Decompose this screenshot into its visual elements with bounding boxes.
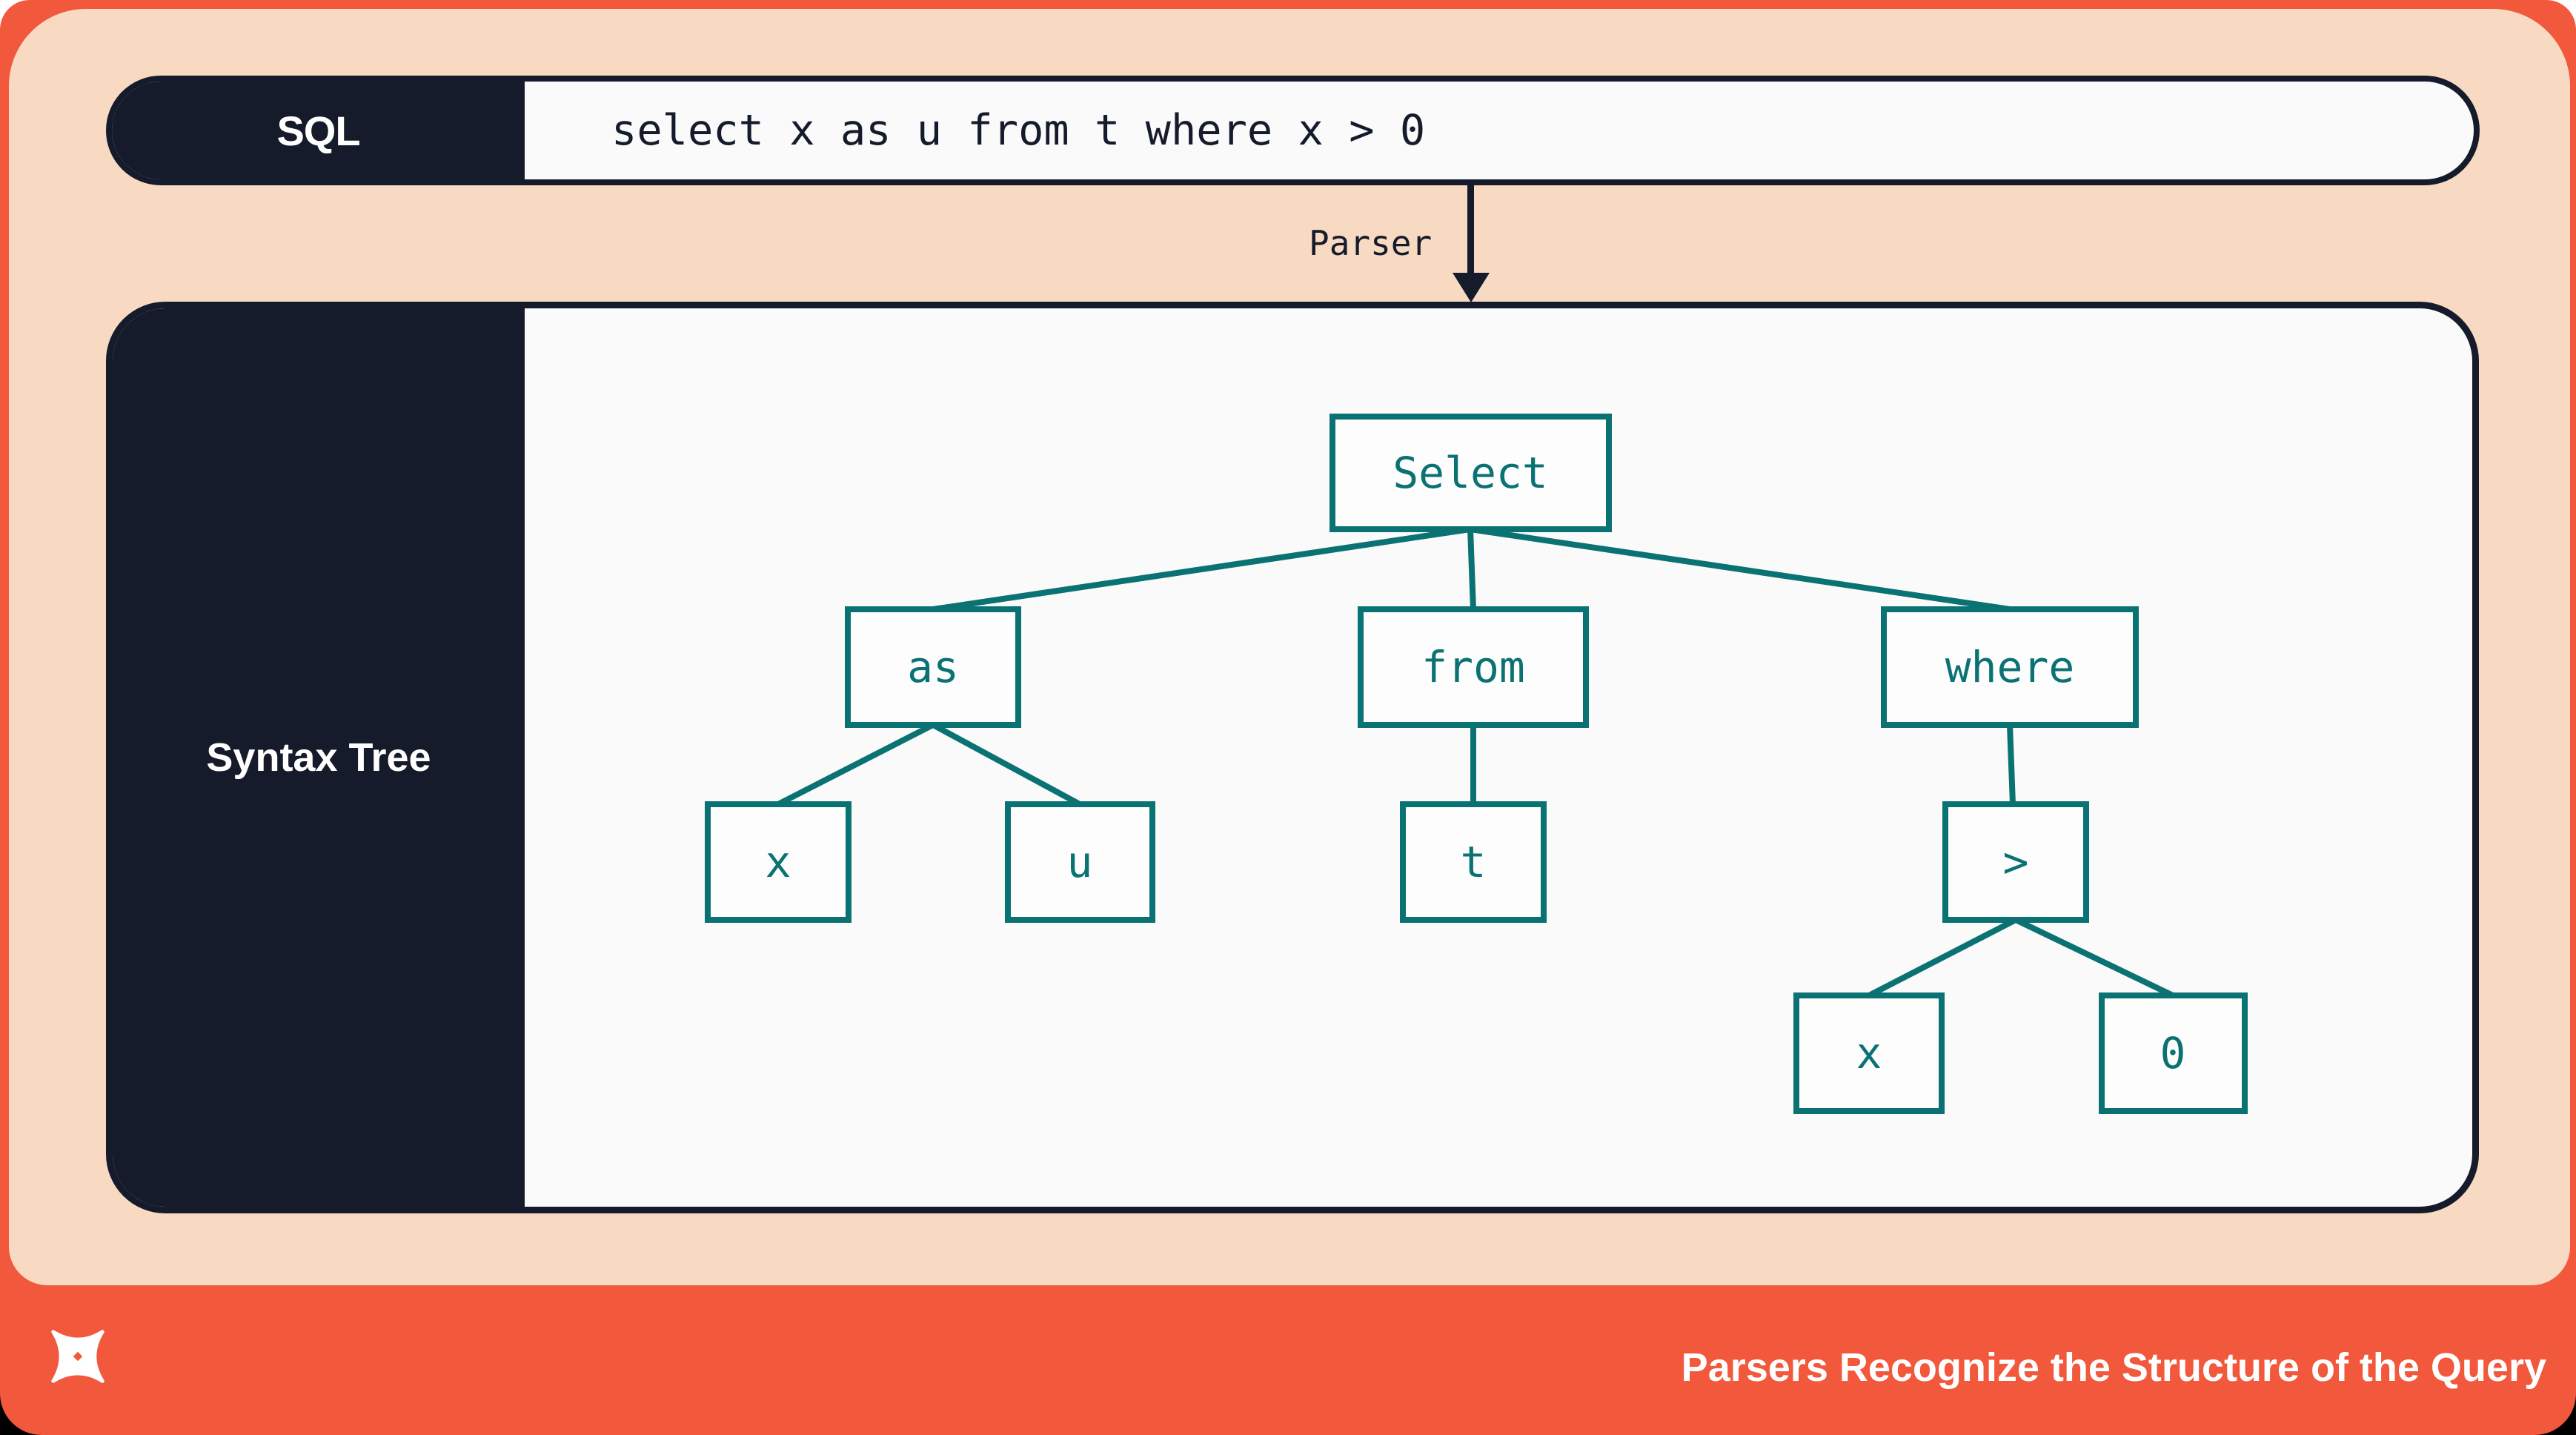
syntax-tree-box: Syntax Tree <box>106 302 2479 1213</box>
parser-arrow-down-icon <box>1453 273 1490 302</box>
sql-input-pill: SQL select x as u from t where x > 0 <box>106 76 2480 185</box>
sql-query-text: select x as u from t where x > 0 <box>611 106 1426 155</box>
four-point-star-logo-icon <box>51 1330 104 1383</box>
sql-label: SQL <box>112 82 525 179</box>
syntax-tree-panel-label: Syntax Tree <box>113 308 525 1207</box>
parser-step-label: Parser <box>1309 223 1433 263</box>
footer-caption: Parsers Recognize the Structure of the Q… <box>1681 1345 2546 1390</box>
parser-arrow-shaft <box>1467 185 1474 276</box>
